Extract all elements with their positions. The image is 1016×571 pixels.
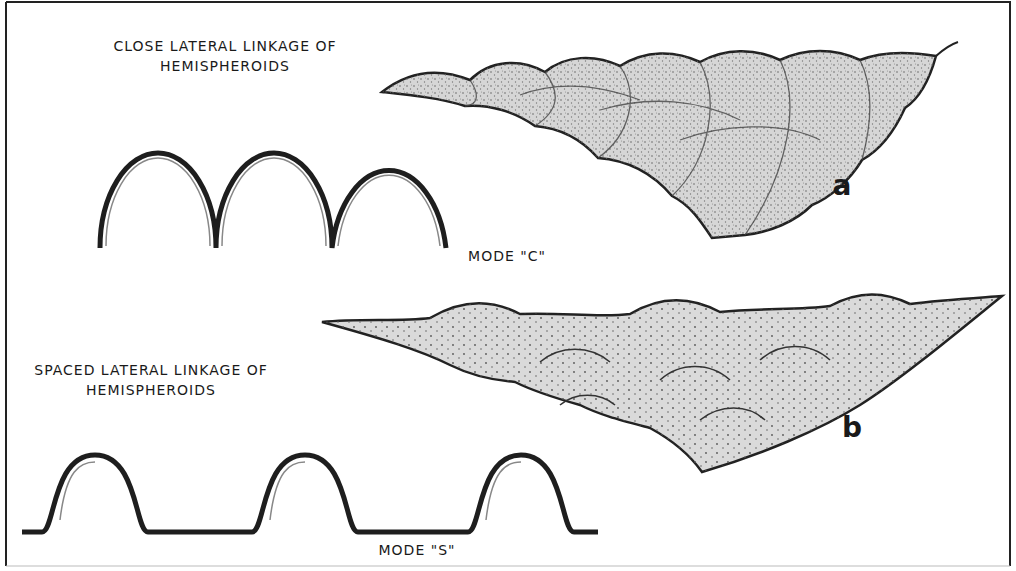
section-label: CLOSE LATERAL LINKAGE OF HEMISPHEROIDS	[110, 36, 340, 77]
frame	[6, 2, 1010, 566]
surface-b	[322, 295, 1002, 473]
figure-letter: b	[832, 408, 872, 449]
surface-a	[382, 42, 958, 238]
figure-letter: a	[822, 166, 862, 207]
mode-label: MODE "C"	[452, 246, 562, 266]
section-c-profile	[100, 153, 446, 248]
section-c-shading	[106, 158, 440, 246]
section-label: SPACED LATERAL LINKAGE OF HEMISPHEROIDS	[26, 360, 276, 401]
frame-bottom	[6, 566, 1010, 567]
section-s-shading	[60, 462, 521, 520]
section-s-profile	[22, 455, 598, 532]
mode-label: MODE "S"	[362, 540, 472, 560]
